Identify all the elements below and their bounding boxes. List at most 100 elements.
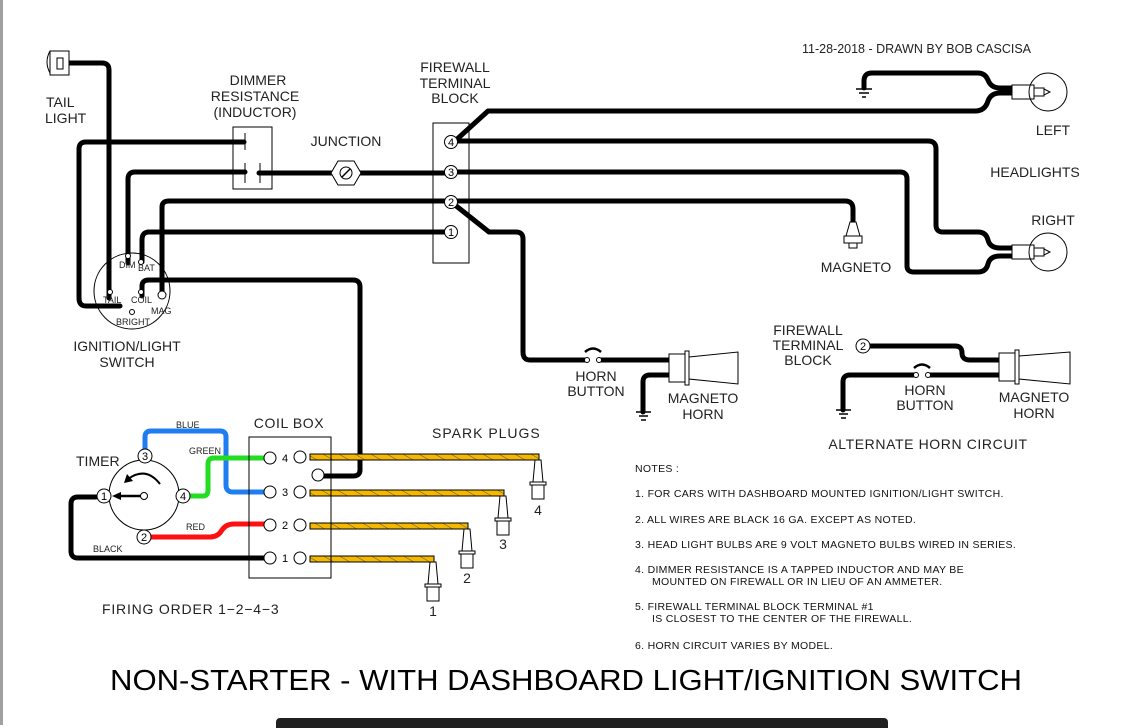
wire-t2-horn	[452, 202, 588, 363]
coil-terminal-2: 2	[282, 520, 288, 532]
wire-green	[190, 455, 266, 499]
magneto-horn-label: HORN	[682, 406, 723, 422]
ground-icon	[856, 88, 872, 98]
wire-t4-right-headlight	[455, 138, 1018, 251]
firewall-label: FIREWALL	[420, 59, 490, 75]
dimmer-label: (INDUCTOR)	[214, 104, 297, 120]
note-item: 5. FIREWALL TERMINAL BLOCK TERMINAL #1	[635, 601, 874, 613]
wire-t4-left-upper	[452, 90, 1018, 144]
spark-plug-number: 1	[429, 603, 437, 619]
firewall-terminal-block: FIREWALL TERMINAL BLOCK 1 2 3 4	[420, 59, 491, 264]
firewall-label: TERMINAL	[420, 75, 491, 91]
credit-text: 11-28-2018 - DRAWN BY BOB CASCISA	[802, 42, 1032, 56]
svg-text:2: 2	[141, 532, 147, 544]
ground-icon	[636, 411, 651, 421]
wire-alt-t2-horn	[864, 343, 1008, 363]
dimmer-box	[232, 126, 273, 190]
ground-icon	[836, 409, 851, 419]
timer-terminal-2	[136, 529, 152, 545]
tail-light-label: LIGHT	[45, 110, 87, 126]
dimmer-label: RESISTANCE	[211, 88, 299, 104]
wire-bat-t1	[139, 229, 449, 265]
wire-dimmer-dim	[125, 169, 248, 266]
alt-horn-button-label: BUTTON	[896, 397, 953, 413]
alt-magneto-horn-icon	[998, 349, 1071, 385]
spark-plugs: 4 3 2 1 SPARK PLUGS	[424, 425, 547, 619]
svg-text:2: 2	[448, 197, 454, 209]
svg-text:3: 3	[448, 167, 454, 179]
dimmer-label: DIMMER	[230, 72, 287, 88]
alt-firewall-terminal-2	[855, 338, 871, 354]
coil-terminal-3: 3	[282, 487, 288, 499]
horn-button-icon	[584, 347, 602, 363]
headlights-label: HEADLIGHTS	[990, 164, 1079, 180]
notes: NOTES : 1. FOR CARS WITH DASHBOARD MOUNT…	[635, 463, 1016, 652]
switch-label: IGNITION/LIGHT	[73, 338, 181, 354]
switch-terminal-bat: BAT	[138, 263, 155, 273]
magneto-horn-icon	[668, 350, 739, 386]
coil-terminal-1: 1	[282, 553, 288, 565]
note-item: 6. HORN CIRCUIT VARIES BY MODEL.	[635, 640, 833, 652]
diagram-title: NON-STARTER - WITH DASHBOARD LIGHT/IGNIT…	[110, 665, 1022, 697]
wire-alt-ground	[840, 372, 917, 413]
timer-wires	[142, 428, 266, 540]
spark-plug-number: 4	[534, 502, 542, 518]
switch-terminal-tail: TAIL	[103, 295, 121, 305]
svg-text:1: 1	[448, 227, 454, 239]
wire-tail-light	[65, 60, 112, 301]
wire-mag-t2	[159, 198, 449, 295]
spark-plug-1-icon	[424, 561, 442, 602]
right-headlight-icon	[1011, 232, 1068, 272]
magneto-label: MAGNETO	[821, 259, 892, 275]
svg-text:1: 1	[101, 491, 107, 503]
horn-button-label: HORN	[575, 368, 616, 384]
note-item: 2. ALL WIRES ARE BLACK 16 GA. EXCEPT AS …	[635, 514, 916, 526]
left-headlight-icon	[1011, 72, 1068, 112]
wire-label-black: BLACK	[93, 544, 123, 554]
timer: TIMER 1 2 3 4 BLUE GREEN RED BLACK	[76, 420, 221, 554]
firewall-label: BLOCK	[431, 90, 479, 106]
switch-label: SWITCH	[99, 354, 154, 370]
tail-light-icon	[46, 50, 70, 76]
magneto-icon	[843, 221, 863, 249]
junction-label: JUNCTION	[311, 133, 382, 149]
plug-wire-1	[309, 555, 435, 563]
alt-firewall-label: BLOCK	[784, 352, 832, 368]
coil-box-label: COIL BOX	[254, 415, 324, 431]
note-item: 1. FOR CARS WITH DASHBOARD MOUNTED IGNIT…	[635, 488, 1004, 500]
firewall-terminal-1	[444, 225, 458, 239]
timer-terminal-3	[137, 448, 153, 464]
black-wires	[65, 60, 1018, 561]
svg-text:2: 2	[860, 341, 866, 353]
spark-plug-2-icon	[458, 528, 476, 569]
timer-terminal-1	[96, 488, 112, 504]
window-left-edge	[0, 0, 3, 725]
junction-icon	[330, 160, 362, 186]
coil-box: COIL BOX 4 3 2 1	[248, 415, 332, 579]
switch-terminal-mag: MAG	[151, 306, 172, 316]
ignition-light-switch: DIM BAT TAIL COIL MAG BRIGHT IGNITION/LI…	[73, 252, 181, 370]
alt-horn-button-label: HORN	[904, 382, 945, 398]
spark-plug-3-icon	[494, 495, 512, 536]
wire-dimmer-bright	[76, 139, 247, 309]
wire-horn-ground	[640, 372, 685, 415]
alt-magneto-horn-label: HORN	[1013, 405, 1054, 421]
left-headlight-label: LEFT	[1036, 122, 1071, 138]
svg-text:3: 3	[142, 451, 148, 463]
note-item: 3. HEAD LIGHT BULBS ARE 9 VOLT MAGNETO B…	[635, 539, 1016, 551]
timer-label: TIMER	[76, 453, 120, 469]
wire-label-blue: BLUE	[176, 420, 200, 430]
bottom-toolbar[interactable]	[276, 718, 888, 728]
spark-plug-number: 2	[463, 570, 471, 586]
dimmer-resistance: DIMMER RESISTANCE (INDUCTOR)	[211, 72, 299, 190]
notes-heading: NOTES :	[635, 463, 679, 475]
headlights: LEFT HEADLIGHTS RIGHT	[990, 72, 1080, 272]
firing-order-text: FIRING ORDER 1−2−4−3	[102, 601, 279, 617]
alt-horn-caption: ALTERNATE HORN CIRCUIT	[828, 436, 1027, 452]
switch-terminal-dim: DIM	[119, 260, 136, 270]
firewall-box	[432, 122, 470, 264]
firewall-terminal-2	[444, 195, 458, 209]
wire-label-green: GREEN	[189, 446, 221, 456]
tail-light-label: TAIL	[46, 94, 75, 110]
